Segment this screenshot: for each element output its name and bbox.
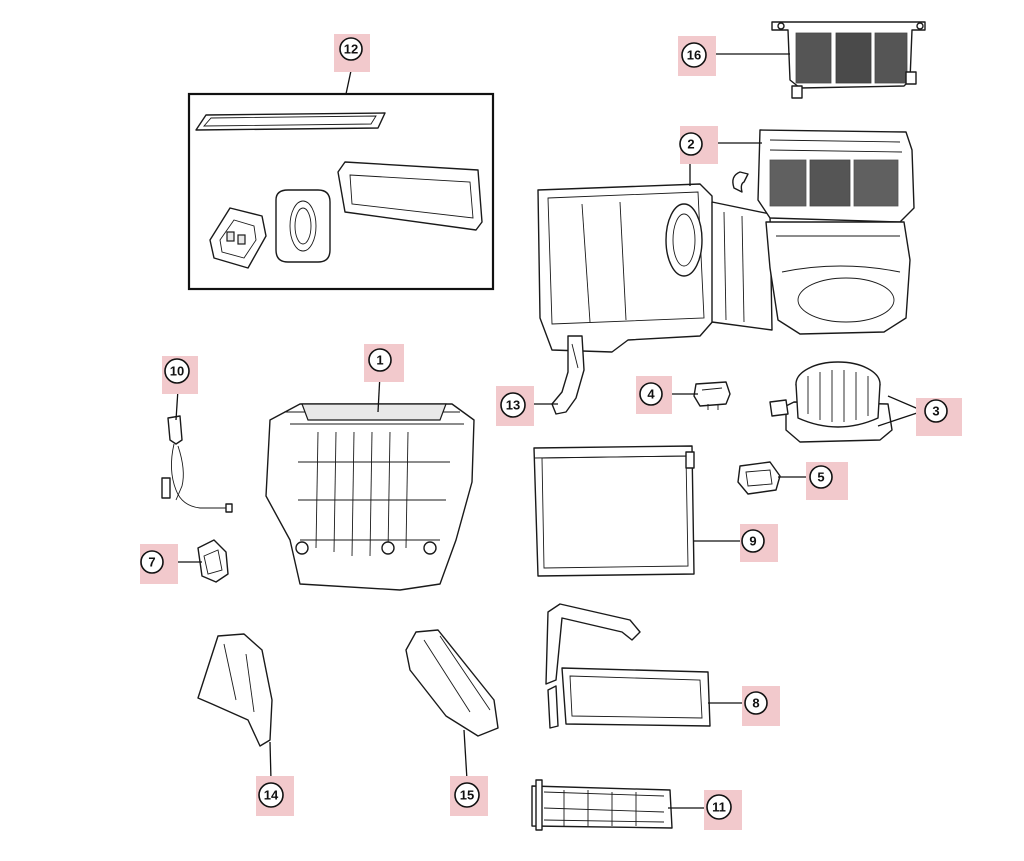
callout-label: 8 [752,696,759,711]
callout-label: 4 [647,387,655,402]
callout-7: 7 [140,544,178,584]
callout-label: 9 [749,534,756,549]
callout-label: 2 [687,137,694,152]
callout-label: 5 [817,470,824,485]
leader-lines [166,53,924,809]
callout-label: 3 [932,404,939,419]
callout-11: 11 [704,790,742,830]
part-5-control-module [737,461,781,495]
callout-label: 1 [376,353,383,368]
part-10-wire-harness [161,415,233,513]
callout-1: 1 [364,344,404,382]
part-11-ptc-heater [531,779,673,831]
callout-label: 7 [148,555,155,570]
callout-16: 16 [678,36,716,76]
callout-15: 15 [450,776,488,816]
callout-10: 10 [162,356,198,394]
callout-label: 14 [264,788,279,803]
leader-15 [463,729,468,781]
callout-2: 2 [679,126,718,164]
part-4-resistor [693,381,731,410]
callout-13: 13 [496,386,534,426]
callout-12: 12 [334,34,370,72]
callout-8: 8 [742,686,780,726]
callout-9: 9 [740,524,778,562]
leader-14 [269,741,272,781]
callout-label: 11 [712,800,726,815]
leader-10 [175,388,179,421]
callout-5: 5 [806,462,848,500]
part-16-filter-grille [771,21,926,99]
part-15-duct [405,629,499,737]
callout-3: 3 [916,398,962,436]
callout-14: 14 [256,776,294,816]
part-12-seal-kit [187,92,495,291]
part-1-hvac-case [265,403,475,591]
callout-label: 12 [344,42,358,57]
part-3-blower-motor [769,361,893,443]
leader-3b [877,410,924,427]
part-8-heater-core [545,603,711,729]
part-13-drain-tube [551,335,585,415]
part-14-duct [197,633,273,747]
part-2-hvac-housing [537,129,915,353]
callout-4: 4 [636,376,672,414]
part-7-actuator [197,539,229,583]
callout-label: 16 [687,48,701,63]
callout-label: 13 [506,398,520,413]
callout-label: 10 [170,364,184,379]
callout-label: 15 [460,788,474,803]
part-9-evaporator-core [533,445,695,577]
